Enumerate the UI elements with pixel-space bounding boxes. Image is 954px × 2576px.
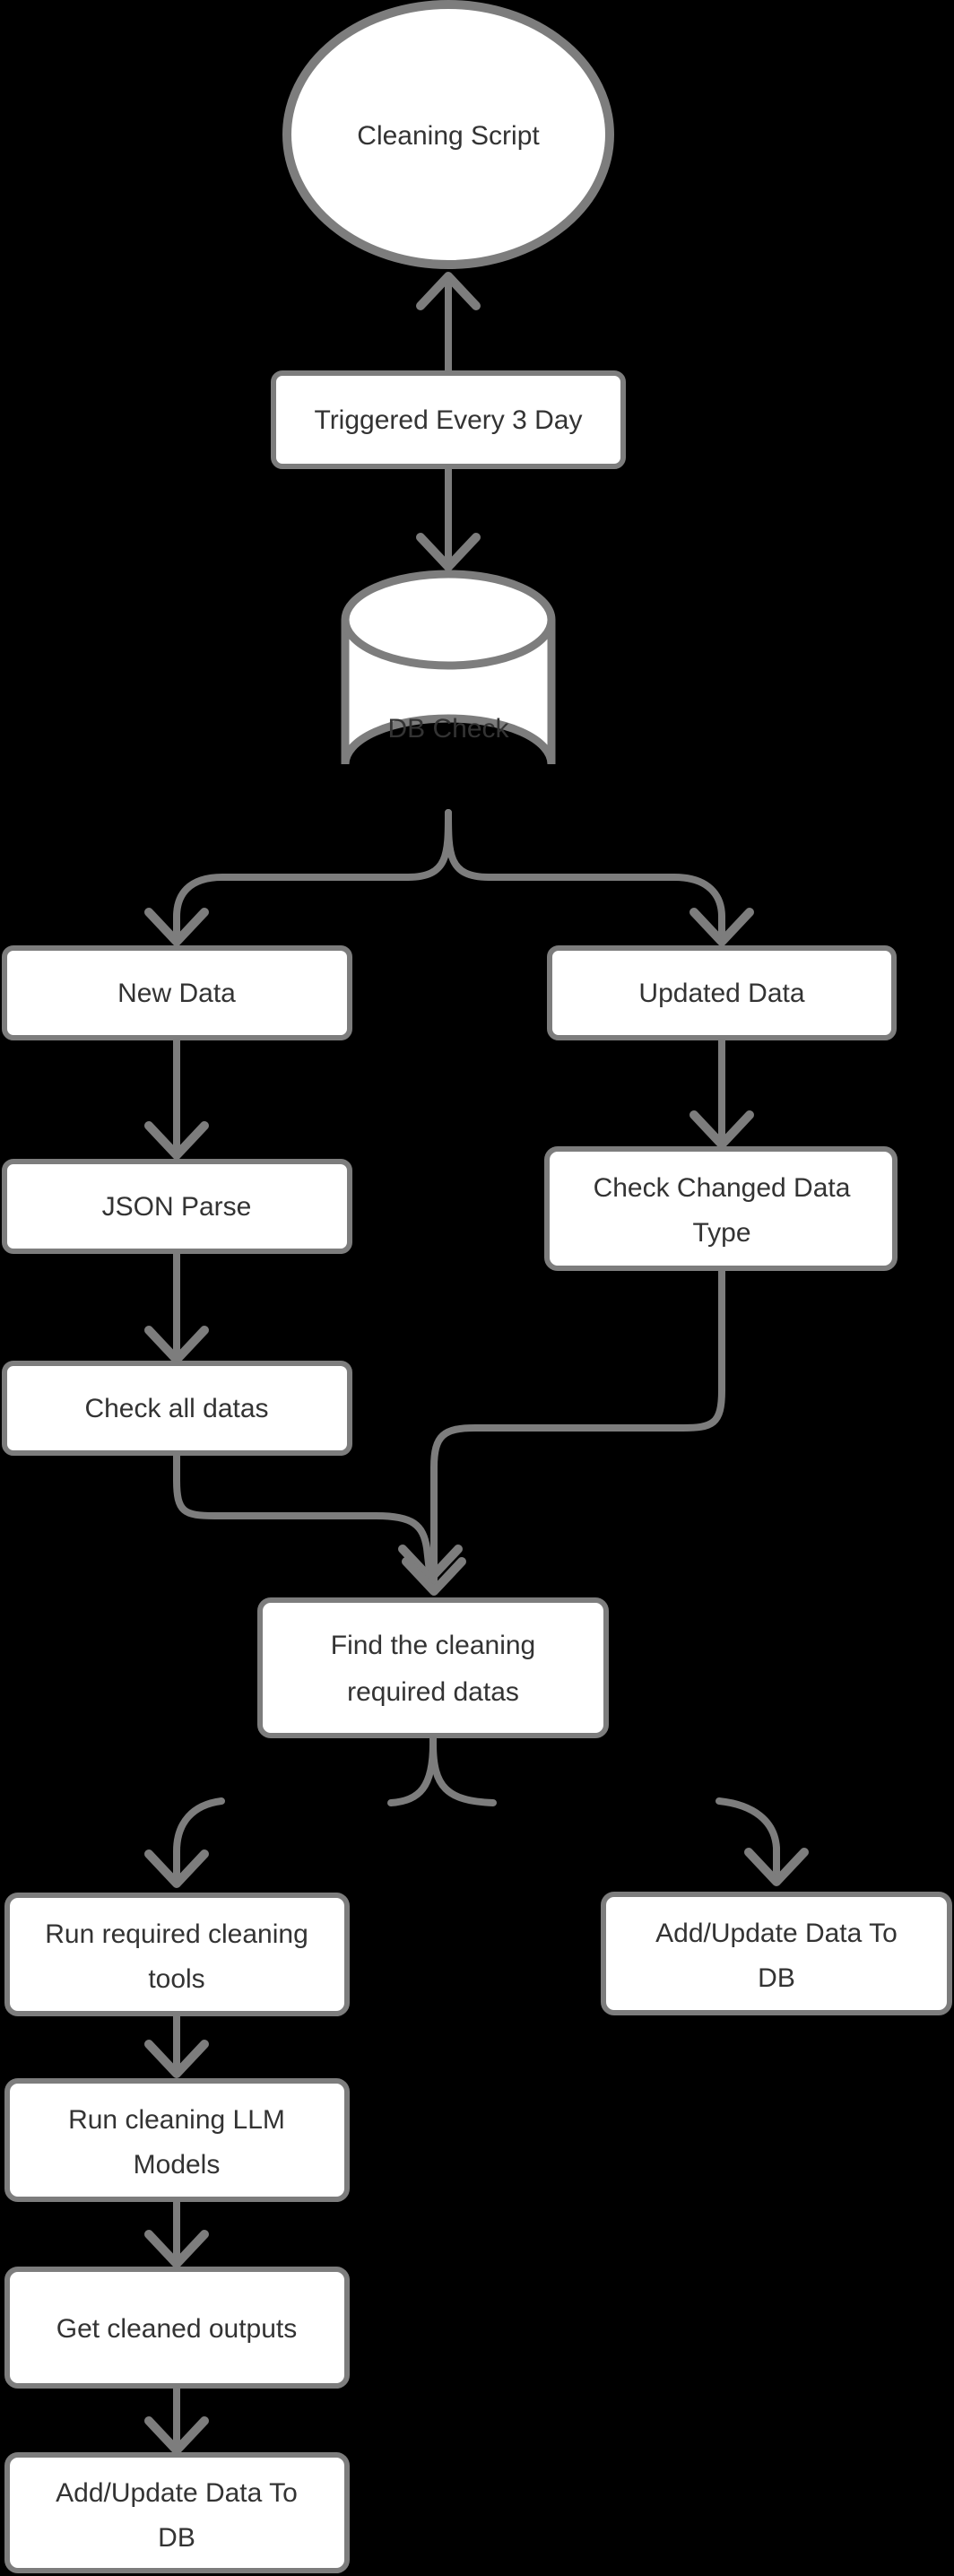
edge-find-cleaning-to-add-update-right [716,1797,809,1886]
node-db-check: DB Check [341,570,556,765]
edge-updated-data-to-check-changed [689,1034,754,1149]
node-get-cleaned-outputs: Get cleaned outputs [4,2267,350,2389]
node-label: Triggered Every 3 Day [314,405,582,435]
node-label-line2: required datas [347,1677,519,1707]
node-label-line1: Run required cleaning [45,1919,308,1949]
node-label-line2: Models [134,2150,221,2180]
edge-find-cleaning-fork [387,1733,497,1806]
arrowhead-down-icon [144,1849,209,1888]
edge-find-cleaning-to-run-tools [144,1797,225,1888]
arrowhead-up-icon [416,272,481,310]
node-label-line1: Check Changed Data [594,1173,851,1203]
node-check-all-datas: Check all datas [2,1361,352,1456]
node-label: DB Check [387,714,509,744]
node-label: JSON Parse [102,1192,252,1222]
node-new-data: New Data [2,945,352,1040]
arrowhead-down-icon [689,1110,754,1149]
node-trigger: Triggered Every 3 Day [271,370,626,469]
edge-run-tools-to-run-llm [144,2011,209,2078]
edge-trigger-to-db-check [416,464,481,571]
node-label: New Data [117,979,236,1008]
node-run-required-cleaning-tools: Run required cleaning tools [4,1893,350,2016]
edge-db-check-to-updated-data [445,809,754,946]
edge-check-changed-to-find-cleaning [402,1265,725,1596]
edge-trigger-to-cleaning-script [416,272,481,377]
arrowhead-down-icon [144,1326,209,1364]
edge-new-data-to-json-parse [144,1034,209,1160]
node-label-line2: tools [148,1964,204,1994]
node-label: Check all datas [84,1394,268,1423]
edge-get-outputs-to-add-update-bottom [144,2384,209,2455]
arrowhead-down-icon [144,1121,209,1160]
node-label-line1: Find the cleaning [331,1631,536,1660]
edge-json-parse-to-check-all [144,1248,209,1364]
arrowhead-down-icon [144,2416,209,2455]
node-label-line2: Type [692,1218,750,1248]
arrowhead-down-icon [402,1557,466,1596]
node-cleaning-script: Cleaning Script [282,0,614,269]
node-json-parse: JSON Parse [2,1159,352,1254]
node-label: Get cleaned outputs [56,2314,298,2344]
edge-run-llm-to-get-outputs [144,2196,209,2268]
node-label-line2: DB [758,1963,795,1993]
edge-check-all-to-find-cleaning [173,1451,463,1583]
node-find-cleaning-required: Find the cleaning required datas [257,1597,609,1738]
node-updated-data: Updated Data [547,945,897,1040]
arrowhead-down-icon [144,908,209,946]
edge-db-check-to-new-data [144,809,452,946]
arrowhead-down-icon [144,2230,209,2268]
node-label-line1: Run cleaning LLM [68,2105,285,2135]
arrowhead-down-icon [416,533,481,571]
node-add-update-db-bottom: Add/Update Data To DB [4,2452,350,2573]
node-check-changed-data-type: Check Changed Data Type [544,1146,898,1271]
node-label-line1: Add/Update Data To [56,2478,298,2508]
arrowhead-down-icon [744,1848,809,1886]
arrowhead-down-icon [689,908,754,946]
node-label: Cleaning Script [357,121,540,151]
node-label-line2: DB [158,2523,195,2553]
arrowhead-down-icon [144,2040,209,2078]
node-label-line1: Add/Update Data To [655,1919,898,1948]
node-label: Updated Data [638,979,804,1008]
node-add-update-db-right: Add/Update Data To DB [601,1892,952,2015]
node-run-cleaning-llm-models: Run cleaning LLM Models [4,2078,350,2202]
